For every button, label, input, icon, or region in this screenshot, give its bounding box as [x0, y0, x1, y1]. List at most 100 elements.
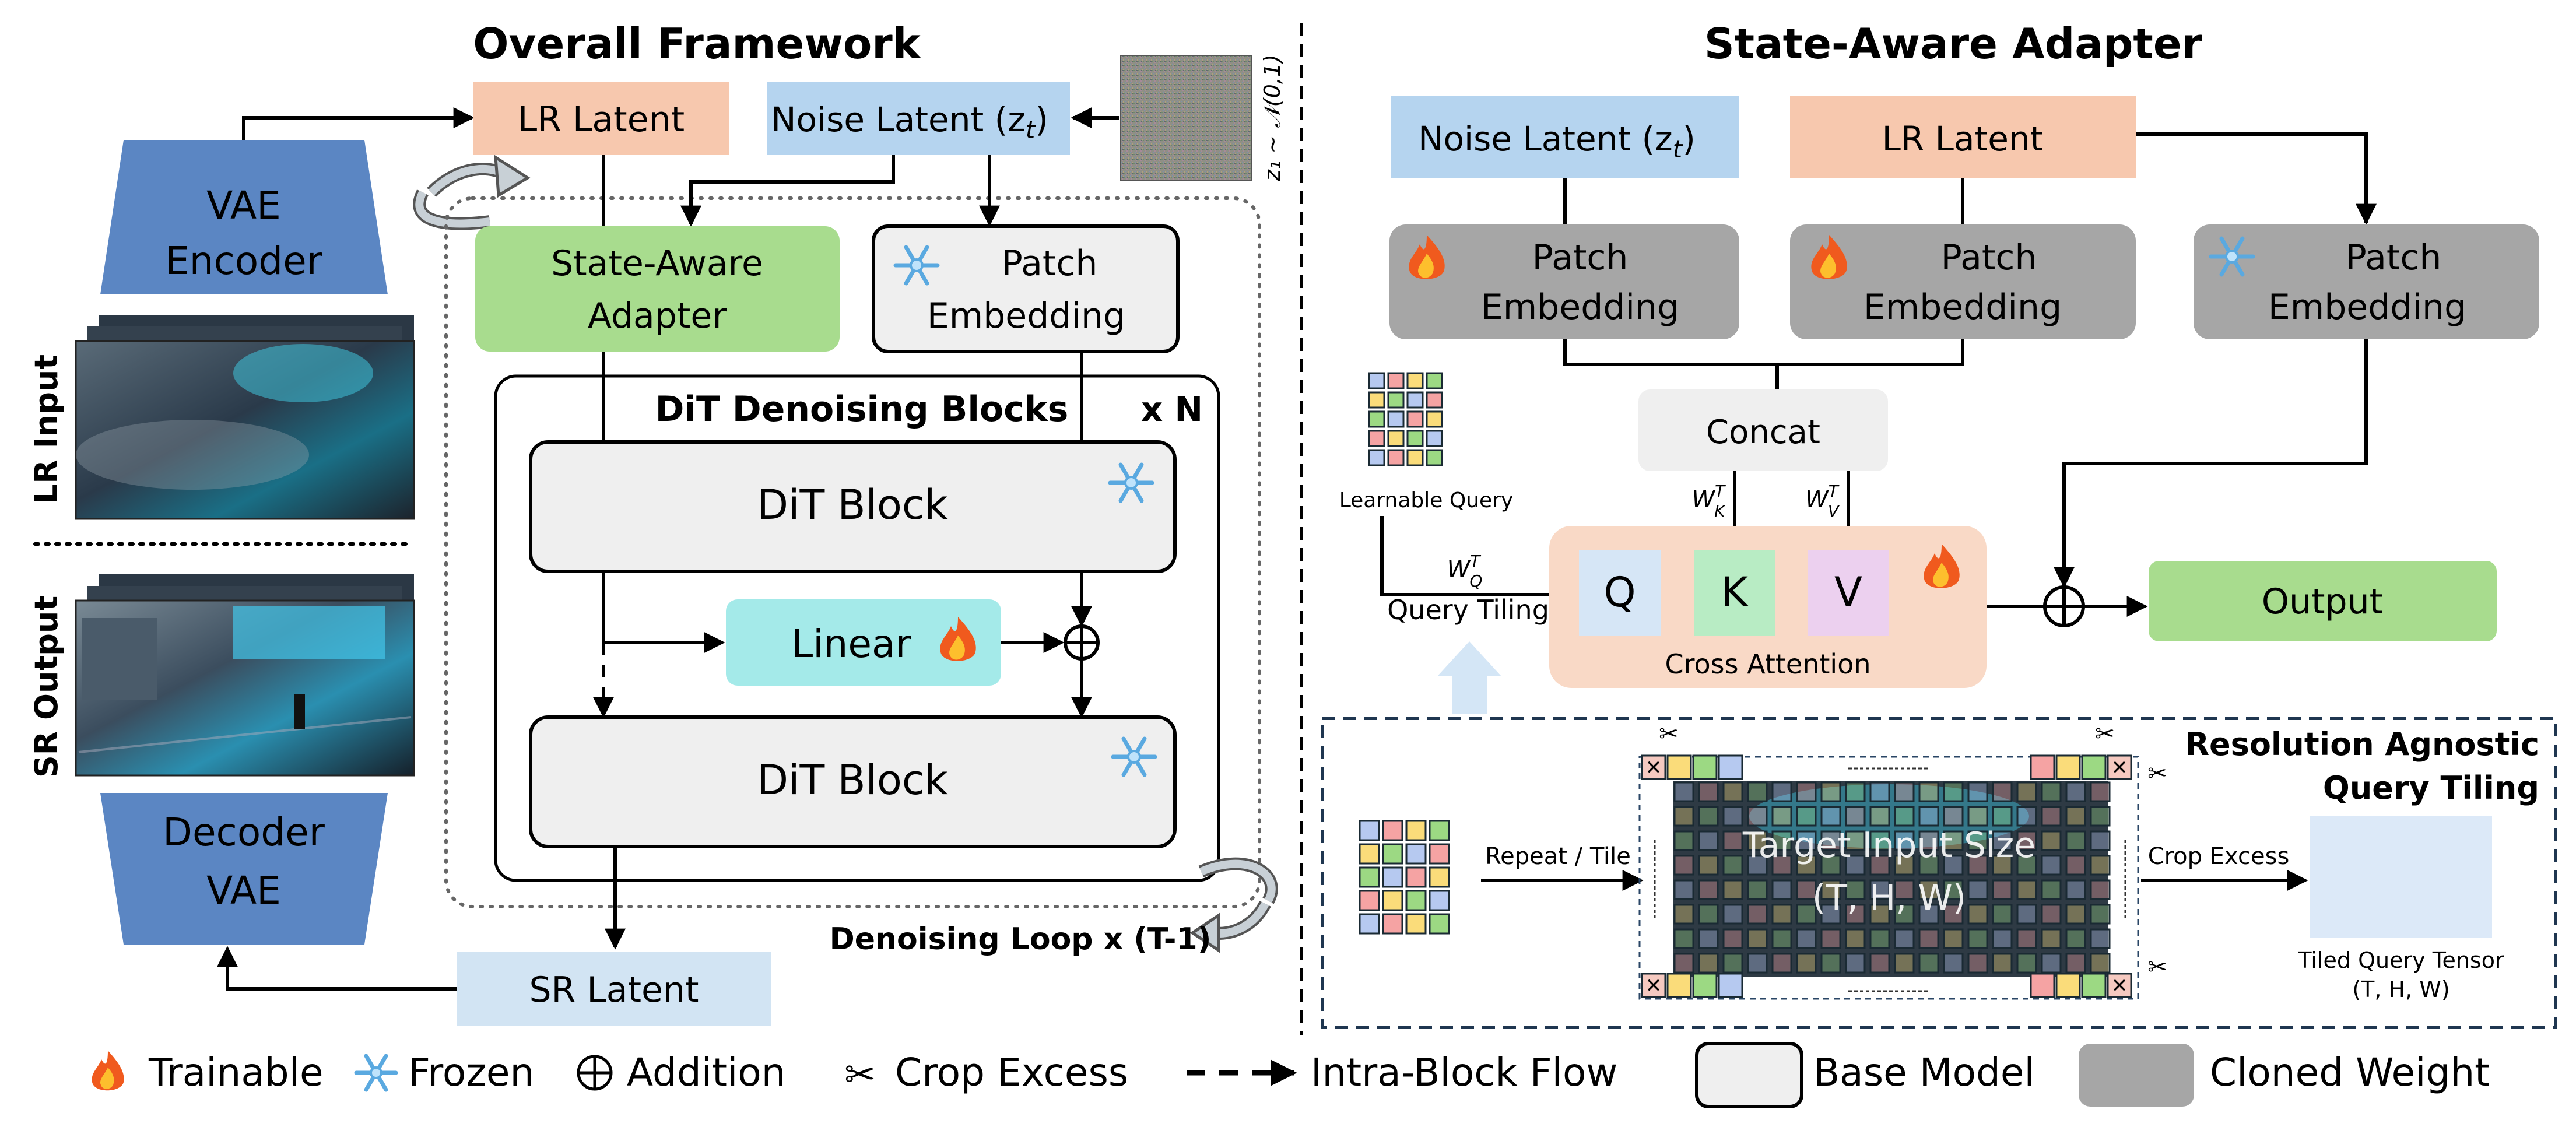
- grid-cell: [2090, 781, 2111, 802]
- grid-cell: [1845, 904, 1866, 925]
- grid-cell: [1747, 879, 1768, 900]
- grid-cell: [1918, 781, 1939, 802]
- grid-cell: [1673, 781, 1694, 802]
- grid-cell: [1894, 953, 1915, 974]
- grid-cell: [1869, 781, 1890, 802]
- grid-cell: [2041, 953, 2062, 974]
- grid-cell: [2090, 855, 2111, 876]
- grid-cell: [1722, 830, 1743, 851]
- grid-cell: [1359, 866, 1380, 888]
- q-text: Q: [1603, 568, 1636, 616]
- grid-cell: [2090, 806, 2111, 827]
- cross-attention-box: Q K V Cross Attention: [1549, 526, 1987, 688]
- grid-cell: [2065, 855, 2086, 876]
- grid-cell: [1894, 830, 1915, 851]
- grid-cell: [2016, 830, 2037, 851]
- sr-latent-box: SR Latent: [457, 952, 771, 1026]
- grid-cell: [2041, 781, 2062, 802]
- crop-x-icon: ✕: [1645, 974, 1662, 998]
- svg-text:✂: ✂: [2095, 721, 2115, 747]
- grid-cell: [1943, 904, 1964, 925]
- grid-cell: [1429, 890, 1450, 911]
- grid-cell: [1747, 904, 1768, 925]
- grid-cell: [1796, 953, 1817, 974]
- grid-cell: [2065, 806, 2086, 827]
- patch-embedding-box-right-3: Patch Embedding: [2194, 224, 2539, 339]
- query-grid-small: [1359, 820, 1450, 935]
- k-text: K: [1721, 568, 1749, 616]
- grid-cell: [1771, 806, 1792, 827]
- crop-x-icon: ✕: [1645, 756, 1662, 780]
- grid-cell: [2055, 973, 2081, 998]
- grid-cell: [1869, 879, 1890, 900]
- grid-cell: [1673, 855, 1694, 876]
- crop-x-icon: ✕: [2111, 756, 2128, 780]
- scissors-icon: ✂: [2095, 721, 2115, 747]
- fire-icon: [1811, 235, 1847, 279]
- grid-cell: [1796, 904, 1817, 925]
- up-arrow-from-tiling: [1437, 641, 1501, 714]
- grid-cell: [1820, 781, 1841, 802]
- grid-cell: [1894, 879, 1915, 900]
- grid-cell: [1747, 830, 1768, 851]
- grid-cell: [1405, 913, 1427, 935]
- grid-cell: [1368, 372, 1385, 389]
- grid-cell: [1820, 806, 1841, 827]
- grid-cell: [1718, 973, 1743, 998]
- grid-cell: [1820, 904, 1841, 925]
- grid-cell: [2041, 879, 2062, 900]
- grid-cell: [1368, 410, 1385, 428]
- grid-cell: [2065, 953, 2086, 974]
- grid-cell: [1429, 843, 1450, 865]
- grid-cell: [1943, 806, 1964, 827]
- grid-cell: [1894, 904, 1915, 925]
- grid-cell: [1692, 973, 1718, 998]
- legend-trainable: Trainable: [148, 1050, 324, 1095]
- grid-cell: [1387, 430, 1405, 447]
- patch-embedding-box-left: Patch Embedding: [872, 224, 1180, 353]
- pe2-line2: Embedding: [1863, 287, 2062, 328]
- pe3-line2: Embedding: [2268, 287, 2466, 328]
- fire-icon: [92, 1051, 124, 1091]
- grid-cell: [2030, 754, 2055, 780]
- grid-cell: [1426, 391, 1443, 409]
- grid-cell: [2016, 928, 2037, 949]
- grid-cell: [1992, 953, 2013, 974]
- grid-cell: [1845, 879, 1866, 900]
- grid-cell: [1666, 754, 1692, 780]
- cloned-weight-swatch: [2079, 1044, 2194, 1107]
- grid-cell: [2041, 928, 2062, 949]
- snowflake-icon: [1111, 736, 1157, 777]
- grid-cell: [2041, 904, 2062, 925]
- grid-cell: [1845, 806, 1866, 827]
- grid-cell: [1796, 781, 1817, 802]
- grid-cell: [2041, 806, 2062, 827]
- grid-cell: [2016, 953, 2037, 974]
- arrow-pe3-to-add: [2054, 339, 2368, 588]
- grid-cell: [1943, 830, 1964, 851]
- svg-text:✂: ✂: [2147, 954, 2167, 981]
- grid-cell: [1359, 820, 1380, 841]
- concat-box: Concat: [1638, 389, 1888, 471]
- grid-cell: [1426, 449, 1443, 466]
- grid-cell: [1967, 855, 1988, 876]
- grid-cell: [1747, 855, 1768, 876]
- grid-cell: [1967, 879, 1988, 900]
- patch-embedding-box-right-2: Patch Embedding: [1790, 224, 2136, 339]
- grid-cell: [1673, 830, 1694, 851]
- grid-cell: [1992, 830, 2013, 851]
- grid-cell: [1747, 928, 1768, 949]
- grid-cell: [1641, 754, 1666, 780]
- query-tiling-label: Query Tiling: [1387, 594, 1549, 626]
- grid-cell: [1771, 781, 1792, 802]
- legend-intra-block-flow: Intra-Block Flow: [1311, 1050, 1617, 1095]
- grid-cell: [2065, 904, 2086, 925]
- grid-cell: [1359, 913, 1380, 935]
- dit-block-2: DiT Block: [529, 715, 1177, 848]
- grid-cell: [1368, 449, 1385, 466]
- learnable-query-grid: [1368, 372, 1443, 466]
- learnable-query-label: Learnable Query: [1339, 489, 1514, 512]
- noise-latent-box: Noise Latent (zt): [767, 82, 1070, 155]
